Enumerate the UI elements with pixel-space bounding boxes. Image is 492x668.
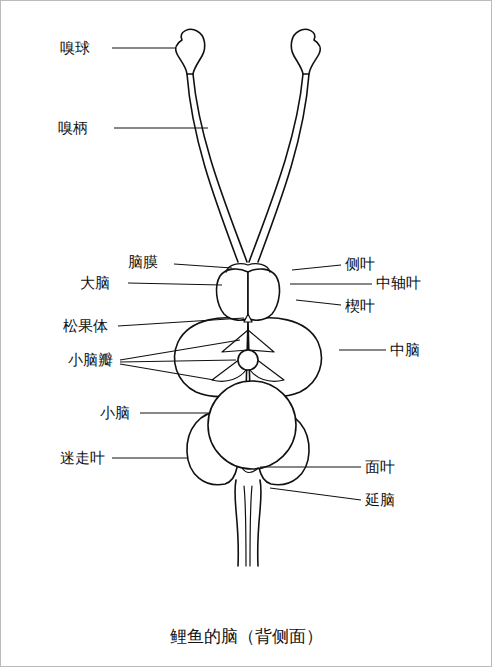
- part-label: 小脑: [100, 404, 130, 422]
- part-label: 脑膜: [128, 253, 158, 271]
- brain-half: [175, 29, 248, 566]
- part-label: 小脑瓣: [68, 351, 113, 369]
- part-label: 中脑: [390, 341, 420, 359]
- part-label: 侧叶: [345, 255, 375, 273]
- part-label: 松果体: [63, 317, 108, 335]
- leader-lines: [112, 48, 386, 500]
- part-label: 嗅球: [60, 39, 90, 57]
- part-label: 延脑: [365, 491, 395, 509]
- caption: 鲤鱼的脑（背侧面）: [170, 626, 323, 646]
- part-label: 大脑: [80, 274, 110, 292]
- part-label: 面叶: [365, 458, 395, 476]
- part-label: 中轴叶: [376, 274, 421, 292]
- part-label: 迷走叶: [60, 449, 105, 467]
- part-label: 嗅柄: [58, 119, 88, 137]
- part-label: 楔叶: [345, 297, 375, 315]
